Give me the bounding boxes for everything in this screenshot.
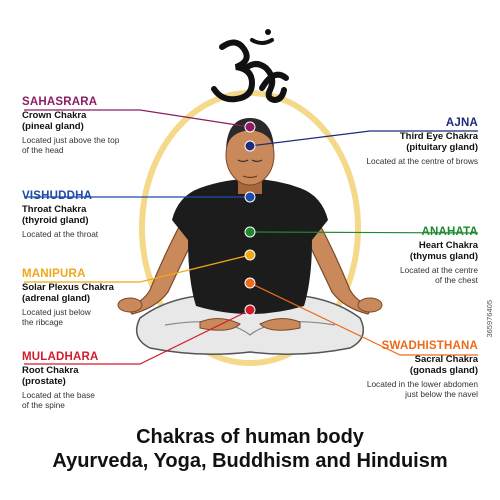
leader-line-muladhara: [24, 309, 251, 365]
stock-watermark: 365976405: [485, 300, 494, 338]
chakra-type: Solar Plexus Chakra: [22, 281, 114, 293]
chakra-leader-lines: [24, 109, 479, 365]
chakra-point-ajna: [244, 140, 256, 152]
chakra-gland: (pituitary gland): [406, 141, 478, 153]
chakra-gland: (adrenal gland): [22, 292, 91, 304]
label-muladhara: MULADHARA Root Chakra (prostate) Located…: [22, 351, 99, 411]
chakra-name: AJNA: [445, 117, 478, 129]
chakra-name: MULADHARA: [22, 351, 99, 363]
chakra-name: SAHASRARA: [22, 96, 98, 108]
label-swadhisthana: SWADHISTHANA Sacral Chakra (gonads gland…: [298, 340, 478, 400]
diagram-title: Chakras of human body Ayurveda, Yoga, Bu…: [0, 426, 500, 473]
leader-line-swadhisthana: [249, 282, 478, 356]
chakra-point-sahasrara: [244, 121, 256, 133]
meditating-figure: [117, 118, 383, 355]
chakra-type: Sacral Chakra: [414, 353, 478, 365]
chakra-gland: (thyroid gland): [22, 214, 89, 226]
chakra-point-manipura: [244, 249, 256, 261]
chakra-point-swadhisthana: [244, 277, 256, 289]
chakra-name: MANIPURA: [22, 268, 86, 280]
om-symbol-icon: [211, 29, 289, 104]
chakra-point-vishuddha: [244, 191, 256, 203]
chakra-gland: (thymus gland): [409, 250, 478, 262]
title-line-2: Ayurveda, Yoga, Buddhism and Hinduism: [52, 450, 448, 472]
chakra-gland: (pineal gland): [22, 120, 84, 132]
label-anahata: ANAHATA Heart Chakra (thymus gland) Loca…: [328, 226, 478, 286]
chakra-type: Third Eye Chakra: [399, 130, 478, 142]
leader-line-ajna: [249, 130, 478, 147]
chakra-name: ANAHATA: [421, 226, 478, 238]
leader-line-sahasrara: [24, 109, 251, 128]
chakra-type: Throat Chakra: [22, 203, 87, 215]
chakra-type: Crown Chakra: [22, 109, 87, 121]
chakra-type: Root Chakra: [22, 364, 79, 376]
chakra-gland: (gonads gland): [409, 364, 478, 376]
label-vishuddha: VISHUDDHA Throat Chakra (thyroid gland) …: [22, 190, 98, 240]
title-line-1: Chakras of human body: [136, 426, 364, 448]
chakra-location: Located at the centre of brows: [366, 155, 478, 166]
label-manipura: MANIPURA Solar Plexus Chakra (adrenal gl…: [22, 268, 114, 328]
leader-line-manipura: [24, 254, 251, 283]
label-sahasrara: SAHASRARA Crown Chakra (pineal gland) Lo…: [22, 96, 119, 156]
label-ajna: AJNA Third Eye Chakra (pituitary gland) …: [308, 117, 478, 167]
chakra-point-anahata: [244, 226, 256, 238]
chakra-point-muladhara: [244, 304, 256, 316]
chakra-name: SWADHISTHANA: [381, 340, 478, 352]
chakra-name: VISHUDDHA: [22, 190, 93, 202]
chakra-points: [244, 121, 256, 316]
leader-line-anahata: [249, 231, 479, 234]
chakra-type: Heart Chakra: [418, 239, 478, 251]
chakra-location: Located at the throat: [22, 228, 99, 239]
chakra-gland: (prostate): [22, 375, 66, 387]
